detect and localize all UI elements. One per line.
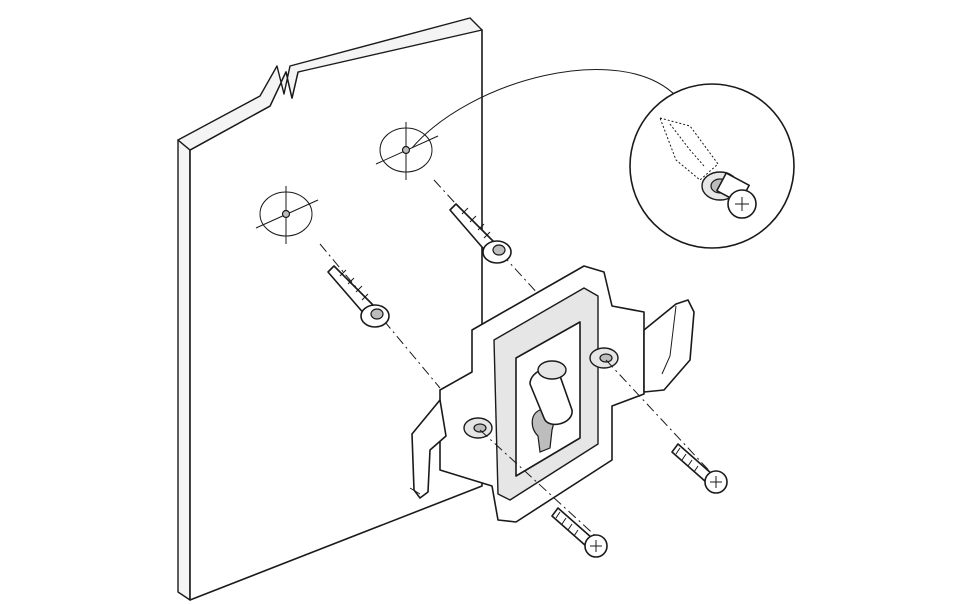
anchor-ghost-outline bbox=[659, 117, 719, 181]
mounting-bracket bbox=[409, 265, 695, 523]
wall-face bbox=[189, 21, 483, 601]
drill-hole-left bbox=[255, 186, 319, 244]
center-boss bbox=[529, 367, 573, 426]
wall-anchor bbox=[319, 243, 441, 389]
drill-hole-right bbox=[375, 122, 439, 180]
wall-top-edge bbox=[177, 17, 483, 151]
wall-anchor bbox=[433, 179, 541, 297]
bracket-clip-right bbox=[643, 299, 695, 393]
callout-leader bbox=[411, 68, 677, 149]
detail-callout bbox=[629, 83, 795, 249]
mounting-screw bbox=[551, 507, 608, 558]
mounting-screw bbox=[671, 443, 728, 494]
callout-circle bbox=[629, 83, 795, 249]
bracket-clip-left bbox=[411, 399, 447, 499]
wall-edge bbox=[177, 139, 191, 601]
wall bbox=[177, 17, 483, 601]
